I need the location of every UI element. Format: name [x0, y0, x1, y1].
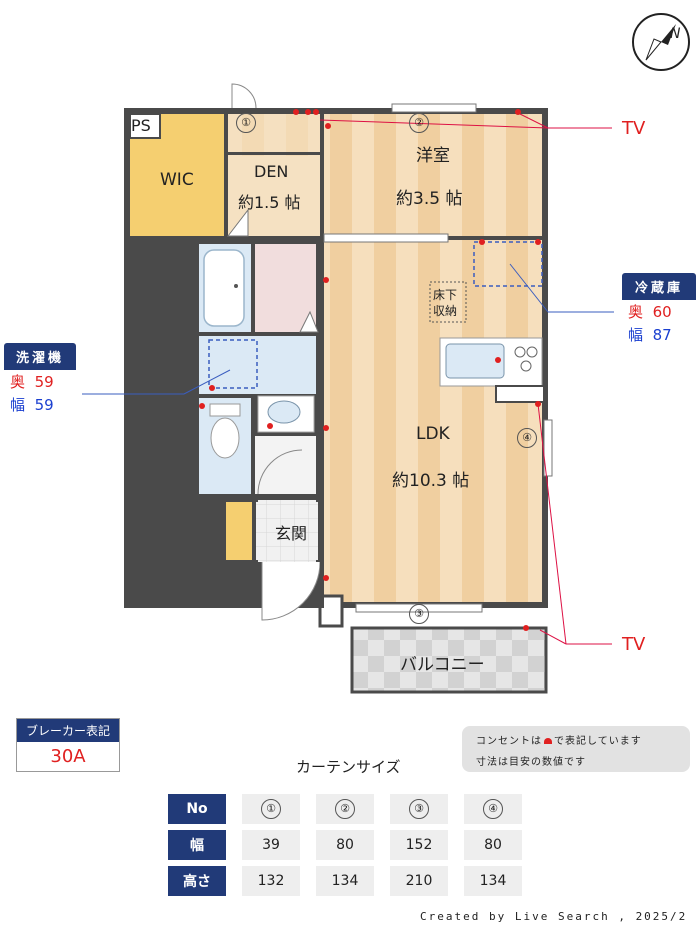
washer-space	[208, 339, 258, 389]
entrance-label: 玄関	[275, 524, 308, 543]
curtain-row-no: No ① ② ③ ④	[168, 794, 522, 824]
curtain-no-4: ④	[483, 799, 503, 819]
balcony	[350, 626, 548, 694]
curtain-width-2: 80	[316, 830, 374, 860]
ldk-label: LDK	[416, 424, 450, 444]
breaker-value: 30A	[50, 746, 86, 767]
outlet-markers	[199, 109, 541, 631]
underfloor-label-2: 収納	[433, 304, 458, 318]
balcony-label: バルコニー	[400, 655, 485, 675]
curtain-width-1: 39	[242, 830, 300, 860]
compass-north-label: N	[670, 26, 681, 42]
underfloor-storage	[429, 281, 467, 323]
fridge-title: 冷蔵庫	[622, 273, 696, 300]
curtain-height-3: 210	[390, 866, 448, 896]
curtain-height-1: 132	[242, 866, 300, 896]
window-marker-3: ③	[409, 604, 429, 624]
footer-credit: Created by Live Search , 2025/2	[420, 910, 688, 923]
curtain-width-3: 152	[390, 830, 448, 860]
curtain-header-no: No	[168, 794, 226, 824]
tv-label-top: TV	[622, 118, 646, 139]
washer-depth-label: 奥	[10, 373, 26, 391]
washer-width: 59	[34, 396, 54, 414]
fridge-width-label: 幅	[628, 326, 644, 344]
window-marker-4: ④	[517, 428, 537, 448]
ldk-room	[324, 240, 542, 602]
den-size: 約1.5 帖	[238, 193, 301, 212]
fridge-depth-label: 奥	[628, 303, 644, 321]
curtain-title: カーテンサイズ	[296, 758, 401, 776]
washer-depth: 59	[34, 373, 54, 391]
wic-label: WIC	[160, 170, 194, 190]
curtain-no-2: ②	[335, 799, 355, 819]
notes-line2: 寸法は目安の数値です	[476, 757, 586, 768]
bathtub	[203, 249, 245, 327]
fridge-legend: 冷蔵庫 奥 60 幅 87	[622, 273, 696, 346]
curtain-header-width: 幅	[168, 830, 226, 860]
curtain-width-4: 80	[464, 830, 522, 860]
washer-legend: 洗濯機 奥 59 幅 59	[4, 343, 76, 416]
window-marker-1: ①	[236, 113, 256, 133]
ldk-size: 約10.3 帖	[392, 471, 470, 491]
entry-door	[261, 561, 321, 621]
ps-box	[129, 113, 161, 139]
kitchen-sink	[445, 343, 505, 379]
curtain-no-3: ③	[409, 799, 429, 819]
western-size: 約3.5 帖	[396, 189, 463, 209]
window-marker-2: ②	[409, 113, 429, 133]
curtain-no-1: ①	[261, 799, 281, 819]
ps-label: PS	[131, 116, 151, 135]
washer-width-label: 幅	[10, 396, 26, 414]
curtain-height-2: 134	[316, 866, 374, 896]
washer-title: 洗濯機	[4, 343, 76, 370]
western-label: 洋室	[416, 146, 450, 166]
breaker-box: ブレーカー表記 30A	[16, 718, 120, 772]
curtain-header-height: 高さ	[168, 866, 226, 896]
tv-label-bottom: TV	[622, 634, 646, 655]
curtain-row-height: 高さ 132 134 210 134	[168, 866, 522, 896]
western-room	[324, 114, 542, 236]
fridge-width: 87	[652, 326, 672, 344]
curtain-height-4: 134	[464, 866, 522, 896]
den-label: DEN	[254, 162, 289, 181]
notes-line1-after: で表記しています	[554, 736, 642, 747]
curtain-row-width: 幅 39 80 152 80	[168, 830, 522, 860]
breaker-title: ブレーカー表記	[17, 719, 119, 742]
outlet-symbol	[544, 738, 552, 744]
notes-box: コンセントは で表記しています 寸法は目安の数値です	[462, 726, 690, 772]
changing-room	[255, 244, 316, 332]
notes-line1: コンセントは	[476, 736, 542, 747]
toilet	[210, 417, 240, 459]
curtain-table: No ① ② ③ ④ 幅 39 80 152 80 高さ 132 134 210…	[152, 788, 538, 902]
compass	[632, 13, 690, 71]
fridge-depth: 60	[652, 303, 672, 321]
underfloor-label-1: 床下	[433, 288, 458, 302]
